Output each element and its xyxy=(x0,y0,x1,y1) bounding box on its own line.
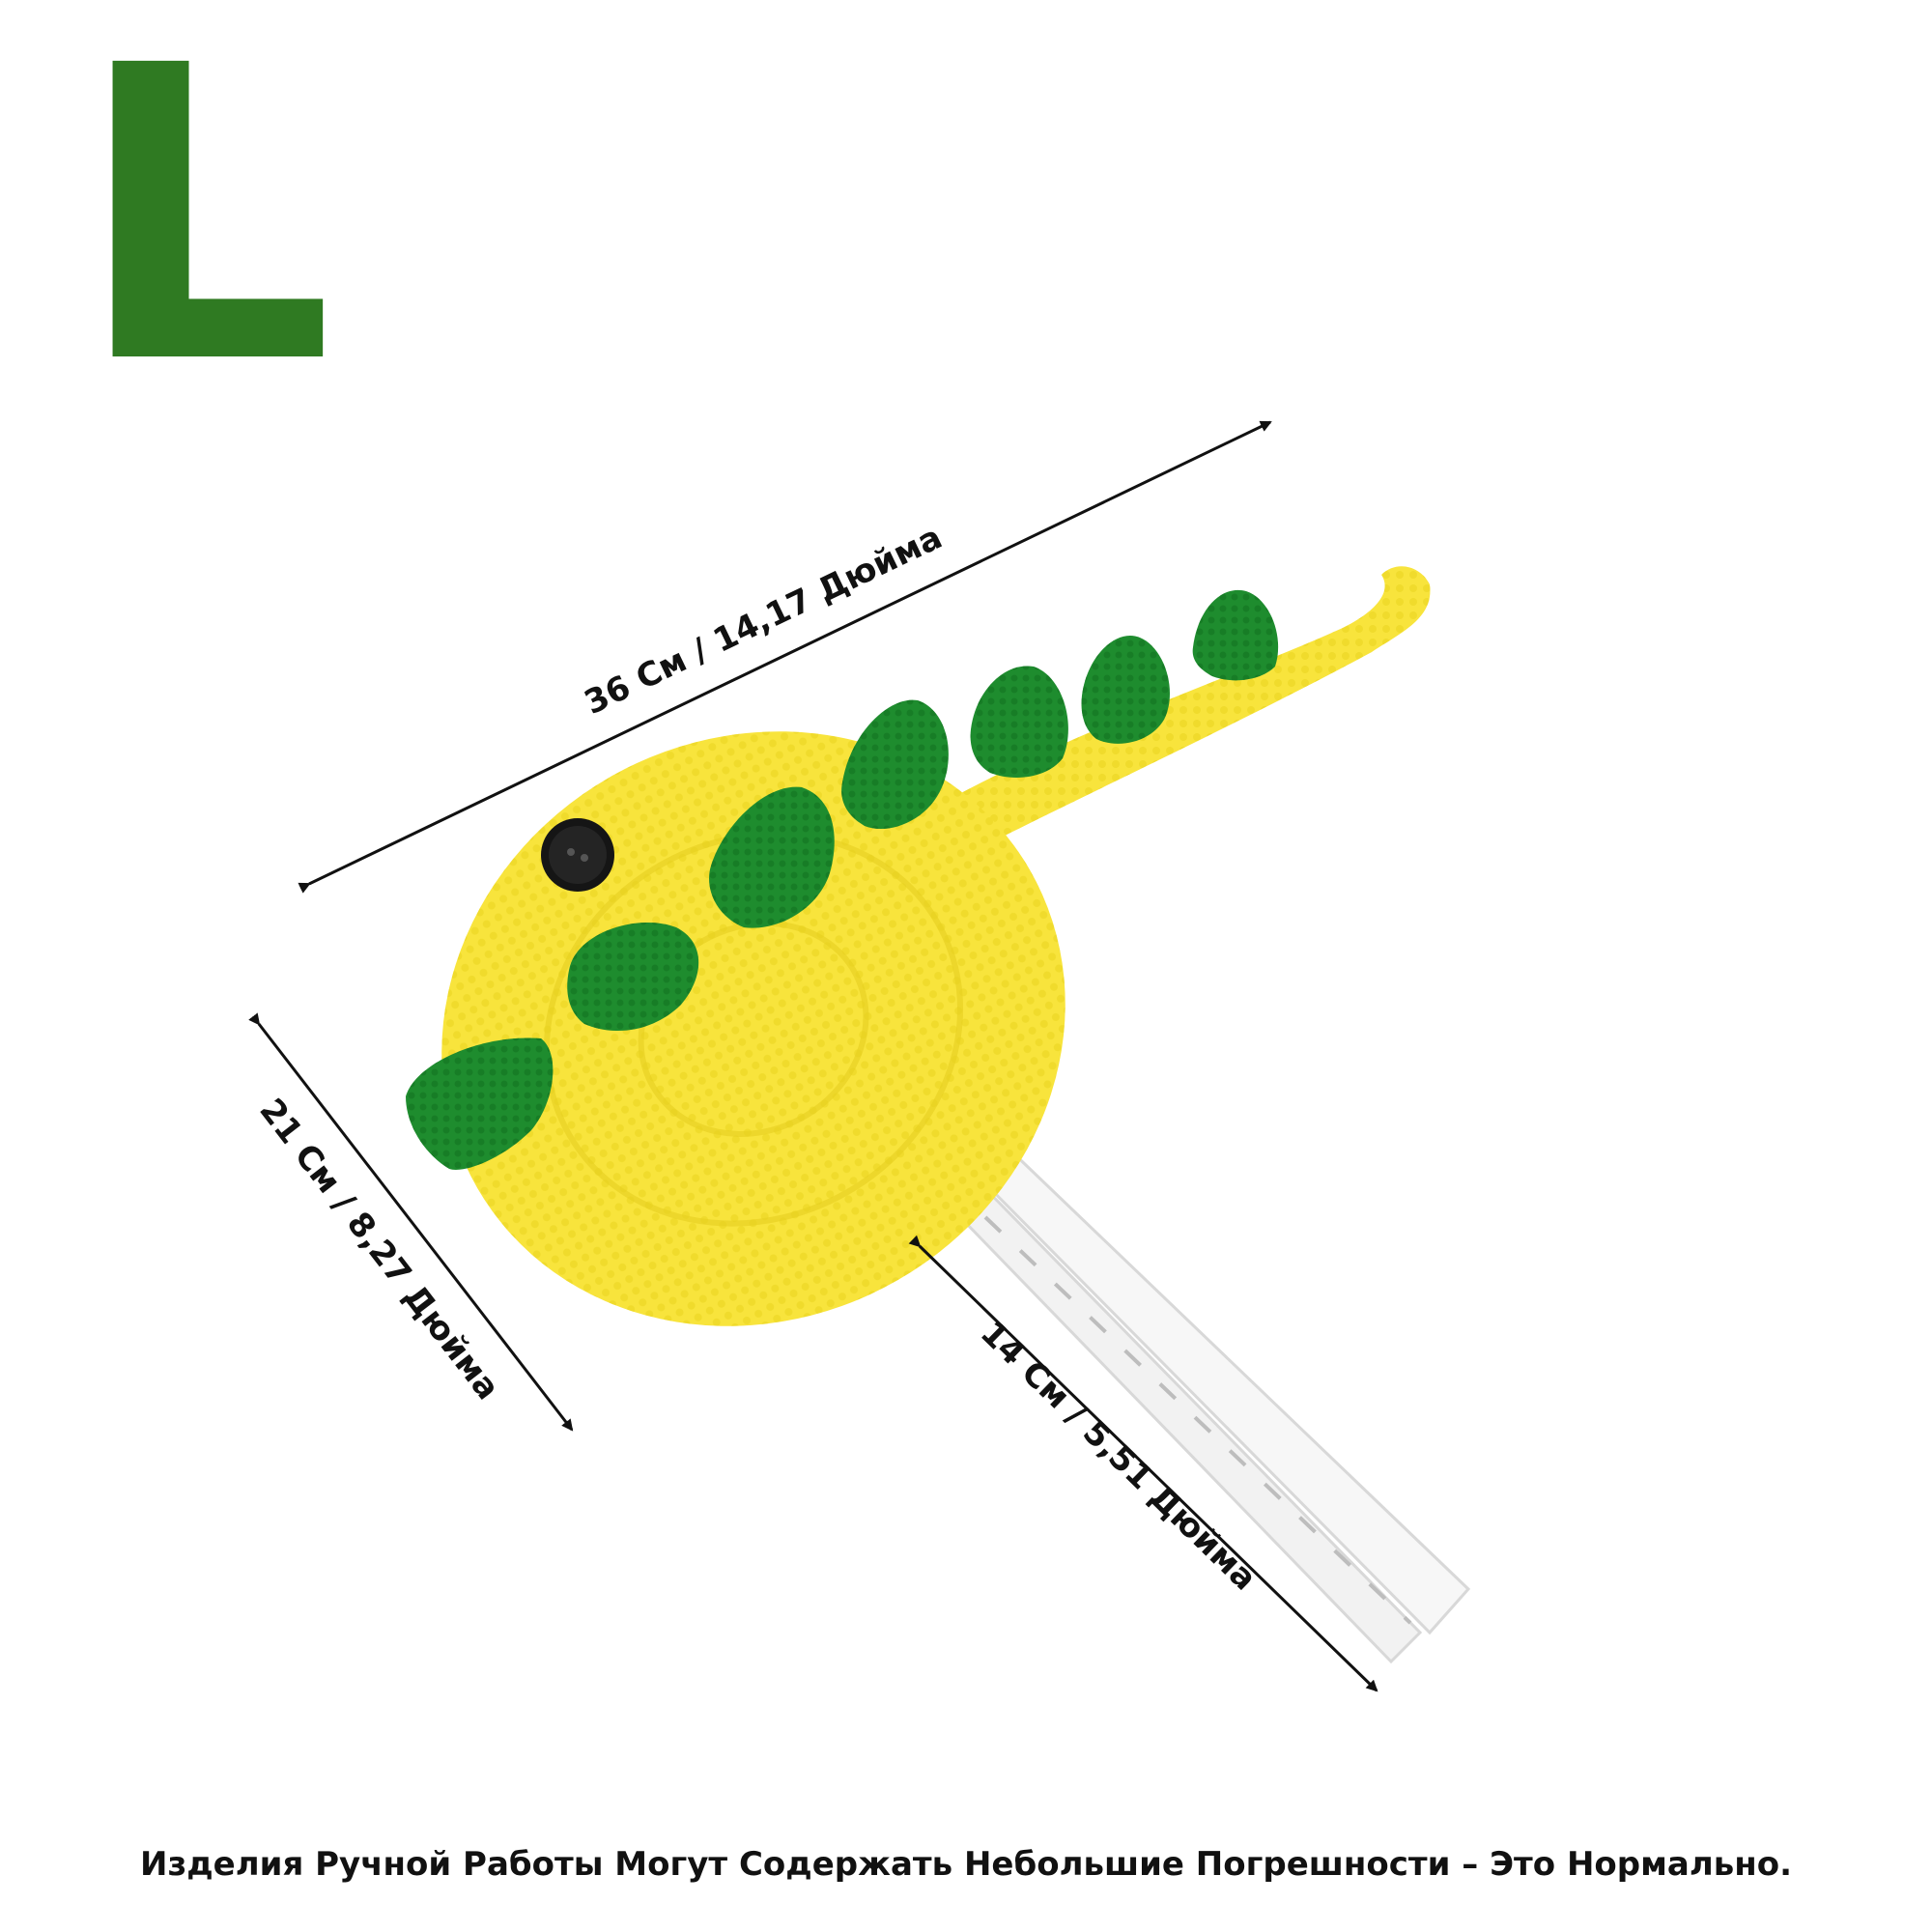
button-eye xyxy=(541,818,614,892)
disclaimer-text: Изделия Ручной Работы Могут Содержать Не… xyxy=(140,1845,1792,1884)
elastic-strap xyxy=(929,1143,1471,1664)
size-label: L xyxy=(75,0,334,453)
length-label: 36 См / 14,17 Дюйма xyxy=(579,518,949,723)
